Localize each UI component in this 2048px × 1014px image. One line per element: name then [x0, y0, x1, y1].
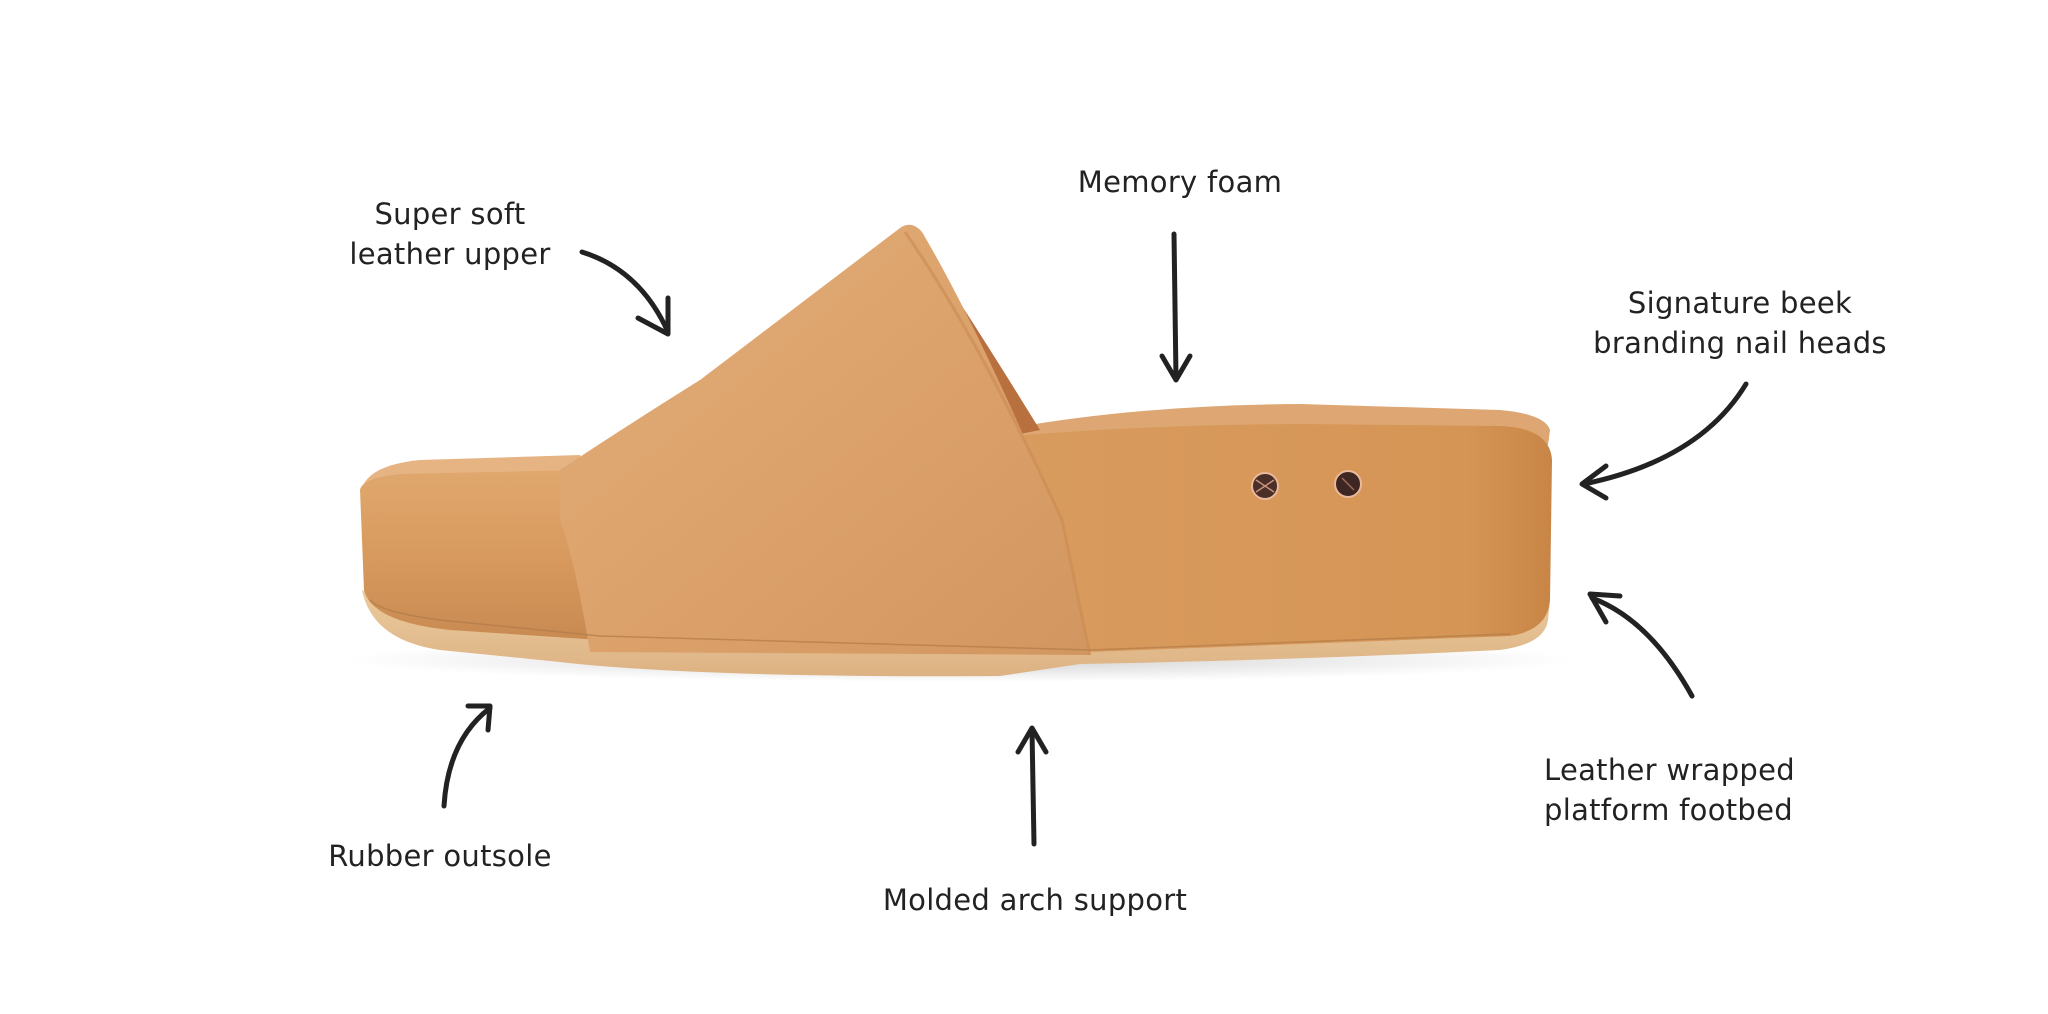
callout-nail-heads: Signature beek branding nail heads	[1570, 283, 1910, 363]
callout-nail-heads-line-1: Signature beek	[1627, 286, 1853, 320]
callout-memory-foam-line-1: Memory foam	[1077, 165, 1283, 199]
callout-arch-support: Molded arch support	[870, 880, 1200, 920]
callout-arch-support-line-1: Molded arch support	[882, 883, 1188, 917]
leather-upper-strap	[560, 224, 1090, 656]
callout-rubber-outsole-line-1: Rubber outsole	[328, 839, 552, 873]
callout-memory-foam: Memory foam	[1050, 162, 1310, 202]
nail-heads	[1251, 470, 1362, 500]
callout-platform-footbed-line-2: platform footbed	[1544, 793, 1793, 827]
callout-platform-footbed-line-1: Leather wrapped	[1544, 753, 1795, 787]
toe-platform-side	[360, 470, 600, 640]
callout-leather-upper-line-1: Super soft	[374, 197, 526, 231]
sole-seam	[369, 599, 1511, 651]
callout-platform-footbed: Leather wrapped platform footbed	[1544, 750, 1824, 830]
callout-rubber-outsole: Rubber outsole	[310, 836, 570, 876]
strap-edge	[903, 231, 1092, 656]
callout-leather-upper: Super soft leather upper	[330, 194, 570, 274]
callout-leather-upper-line-2: leather upper	[349, 237, 551, 271]
heel-platform-side	[990, 424, 1552, 652]
callout-nail-heads-line-2: branding nail heads	[1593, 326, 1887, 360]
